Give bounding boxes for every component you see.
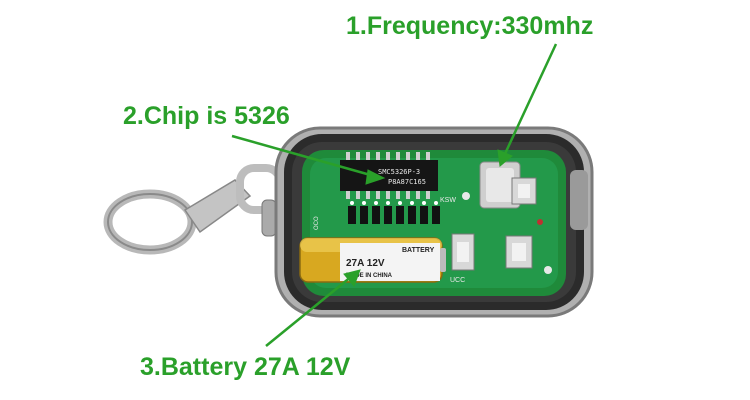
battery-brand: BATTERY <box>402 247 435 254</box>
frequency-annotation: 1.Frequency:330mhz <box>346 12 594 40</box>
dip-pads <box>348 206 440 224</box>
battery-origin: MADE IN CHINA <box>346 273 393 279</box>
chip-annotation: 2.Chip is 5326 <box>123 102 290 130</box>
arrow-frequency <box>502 43 558 157</box>
arrow-frequency-head <box>497 149 513 167</box>
battery-rating: 27A 12V <box>346 258 385 269</box>
silk-ucc: UCC <box>450 277 465 284</box>
push-button-left <box>451 233 475 271</box>
push-button-top <box>511 177 537 205</box>
battery-cell: BATTERY 27A 12V MADE IN CHINA <box>299 237 446 283</box>
silk-ksw: KSW <box>440 197 456 204</box>
arrow-chip <box>231 134 375 178</box>
silk-oco: OCO <box>314 216 320 230</box>
arrow-battery <box>265 275 353 347</box>
push-button-bottom <box>505 235 533 269</box>
saw-resonator <box>479 161 521 209</box>
key-ring <box>103 164 284 255</box>
annotation-arrows <box>231 43 558 347</box>
arrow-chip-head <box>365 169 386 185</box>
battery-annotation: 3.Battery 27A 12V <box>140 353 351 381</box>
chip-marking-2: P8A87C165 <box>388 178 426 186</box>
chip-marking-1: SMC5326P-3 <box>378 168 420 176</box>
arrow-battery-head <box>343 269 361 287</box>
ic-chip: SMC5326P-3 P8A87C165 <box>340 152 438 199</box>
led <box>537 219 543 225</box>
